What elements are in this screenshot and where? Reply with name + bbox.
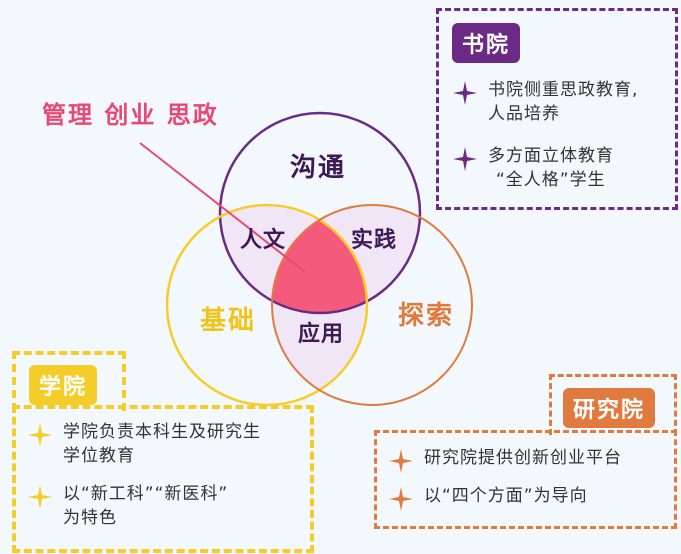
- star-icon: [389, 449, 413, 473]
- star-icon: [28, 423, 52, 447]
- yanjiuyuan-box: [374, 430, 677, 529]
- overlap-top-right-label: 实践: [351, 228, 398, 253]
- yanjiuyuan-tag: 研究院: [563, 388, 656, 428]
- xueyuan-tag: 学院: [29, 365, 98, 405]
- yanjiuyuan-item-1: 研究院提供创新创业平台: [388, 446, 668, 474]
- shuyuan-item-2-line-2: “全人格”学生: [496, 170, 606, 190]
- shuyuan-box: [436, 8, 678, 210]
- star-icon: [389, 487, 413, 511]
- yanjiuyuan-box-tab: [549, 374, 677, 435]
- xueyuan-item-2: 以“新工科”“新医科” 为特色: [27, 482, 302, 530]
- xueyuan-item-1: 学院负责本科生及研究生 学位教育: [27, 420, 302, 468]
- xueyuan-item-1-line-2: 学位教育: [63, 446, 135, 466]
- yanjiuyuan-item-2-line-1: 以“四个方面”为导向: [424, 486, 588, 506]
- callout-line: [139, 142, 306, 273]
- star-icon: [453, 81, 477, 105]
- shuyuan-item-1: 书院侧重思政教育, 人品培养: [452, 78, 667, 126]
- yanjiuyuan-item-2: 以“四个方面”为导向: [388, 484, 668, 512]
- callout-label: 管理 创业 思政: [42, 101, 219, 129]
- xueyuan-item-1-line-1: 学院负责本科生及研究生: [63, 422, 261, 442]
- xueyuan-box-tab: [12, 351, 126, 411]
- xueyuan-item-2-line-1: 以“新工科”“新医科”: [63, 484, 229, 504]
- overlap-left-right-label: 应用: [298, 322, 345, 347]
- yanjiuyuan-item-1-line-1: 研究院提供创新创业平台: [424, 448, 622, 468]
- shuyuan-item-2-line-1: 多方面立体教育: [488, 146, 614, 166]
- xueyuan-item-2-line-2: 为特色: [63, 508, 117, 528]
- shuyuan-tag: 书院: [452, 23, 521, 63]
- circle-right-label: 探索: [398, 301, 455, 331]
- circle-top: [218, 111, 422, 315]
- circle-right: [271, 204, 473, 406]
- overlap-center: [272, 205, 367, 313]
- circle-left-label: 基础: [200, 306, 257, 336]
- overlap-top-left-label: 人文: [240, 228, 287, 253]
- shuyuan-item-2: 多方面立体教育 “全人格”学生: [452, 144, 667, 192]
- shuyuan-item-1-line-1: 书院侧重思政教育,: [488, 80, 639, 100]
- shuyuan-item-1-line-2: 人品培养: [488, 104, 560, 124]
- xueyuan-box: [12, 405, 314, 553]
- circle-top-label: 沟通: [290, 153, 347, 183]
- star-icon: [28, 485, 52, 509]
- star-icon: [453, 147, 477, 171]
